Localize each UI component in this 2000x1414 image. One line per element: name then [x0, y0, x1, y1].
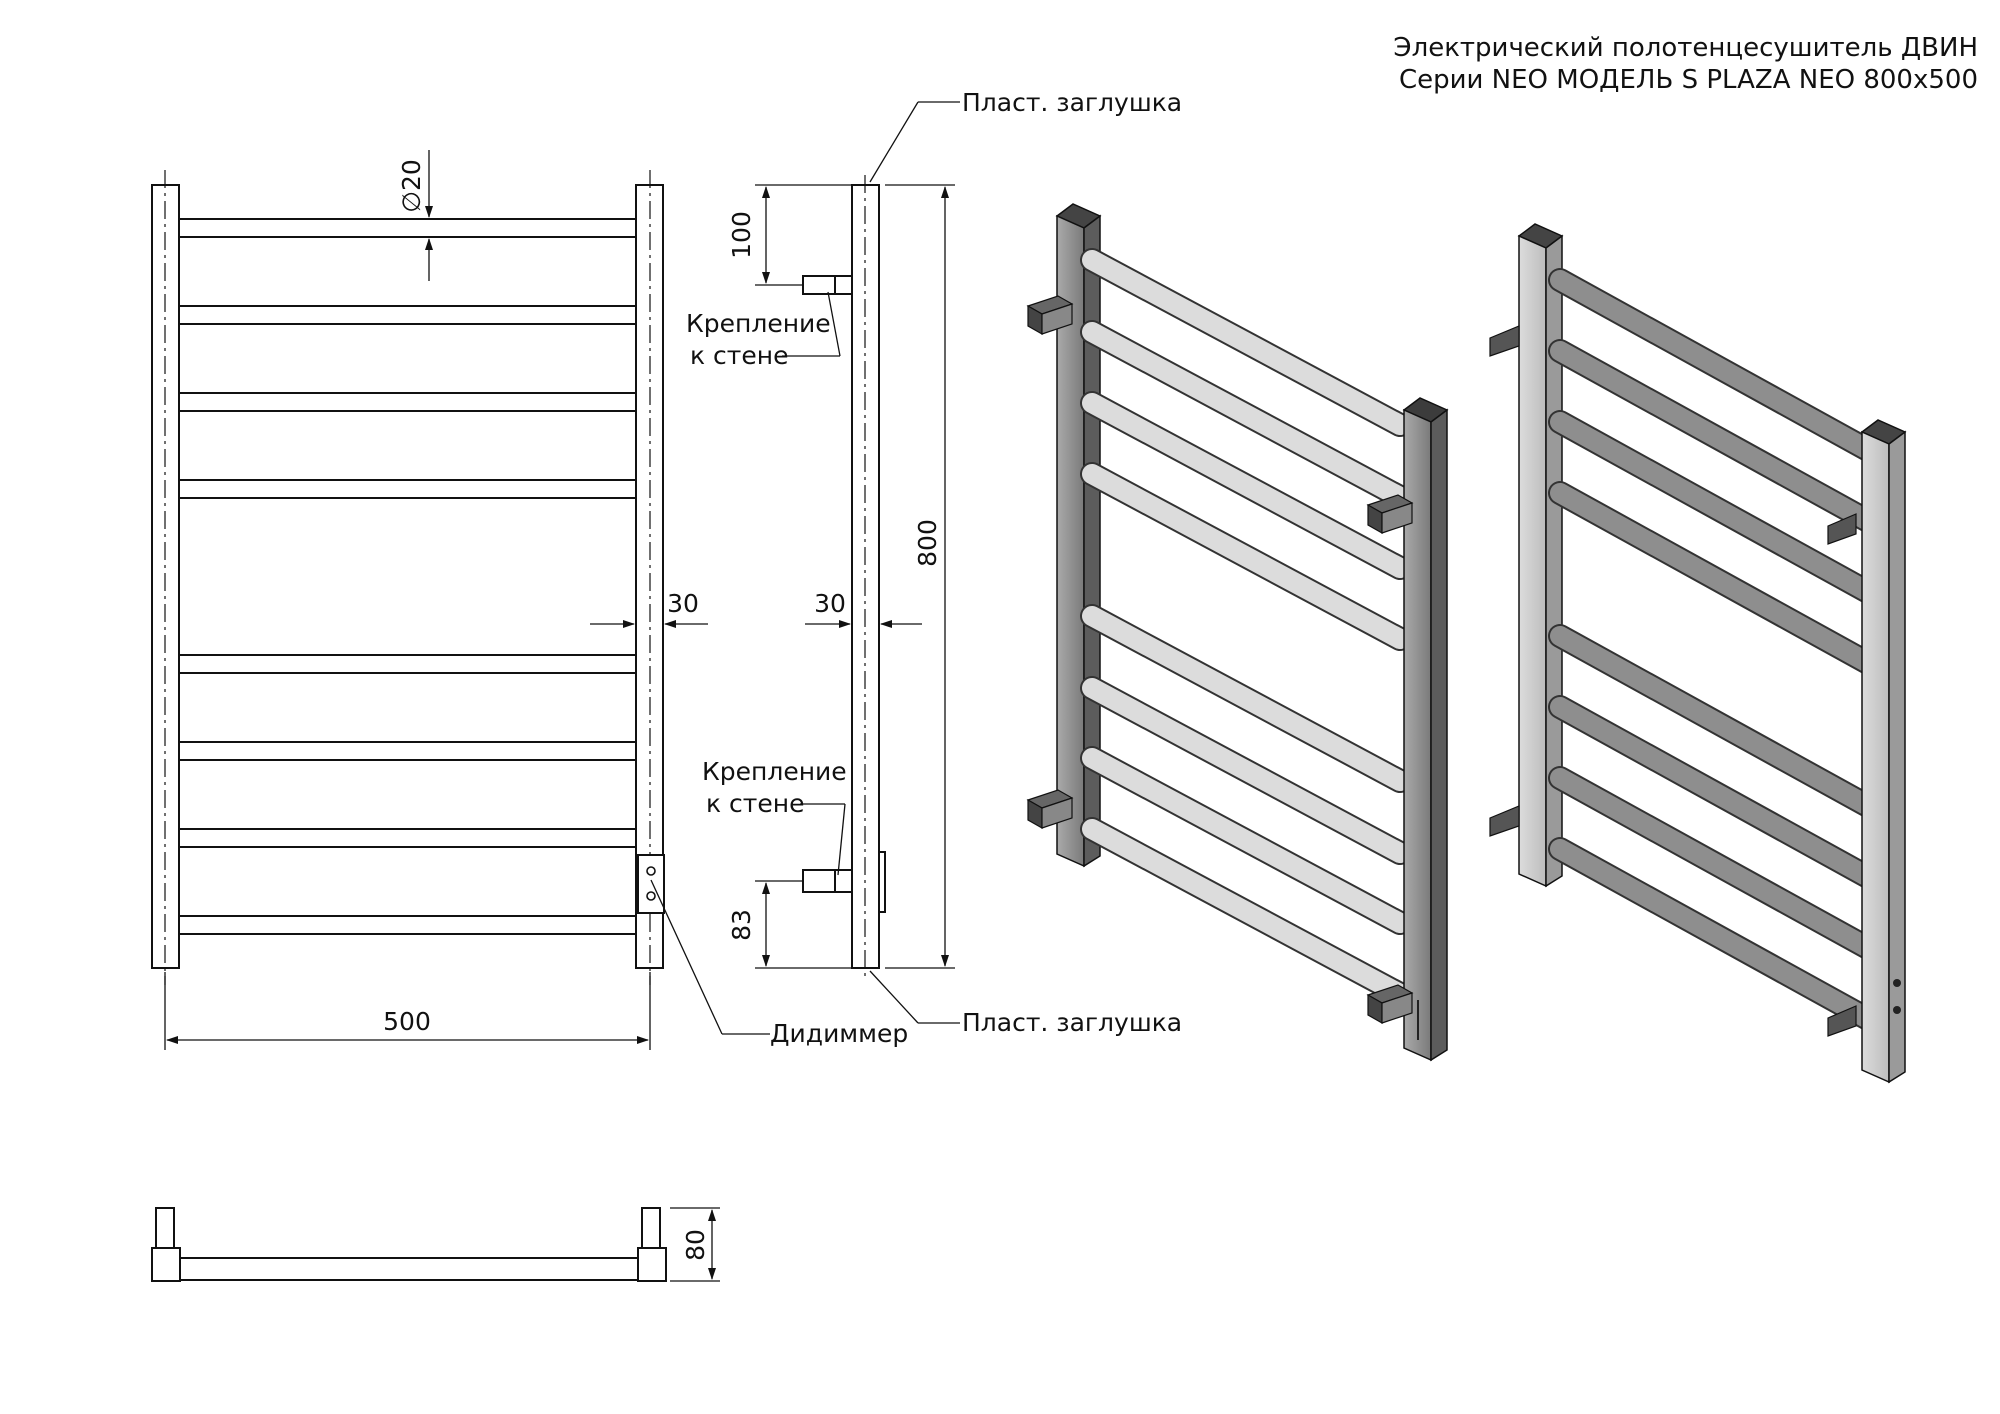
side-view: 100 83 800 30 Пласт. заглушка Пласт. заг…: [686, 88, 1182, 1037]
title-block: Электрический полотенцесушитель ДВИН Сер…: [1393, 33, 1978, 95]
dim-bottom-offset: 83: [727, 909, 756, 941]
front-rungs: [178, 218, 637, 935]
dim-diameter: ∅20: [397, 159, 426, 213]
front-dimmer-box: [637, 854, 665, 914]
front-view: ∅20 30 500 Дидиммер: [151, 150, 908, 1050]
iso-view-rear: [1489, 223, 1907, 1084]
iso-view-front: [1026, 203, 1449, 1062]
label-dimmer: Дидиммер: [770, 1019, 908, 1048]
dim-top-offset: 100: [727, 211, 756, 259]
label-cap-top: Пласт. заглушка: [962, 88, 1182, 117]
title-line-2: Серии NEO МОДЕЛЬ S PLAZA NEO 800x500: [1399, 65, 1978, 95]
dim-frame-front: 30: [667, 589, 699, 618]
label-mount-bottom-2: к стене: [706, 789, 804, 818]
dim-depth: 80: [681, 1229, 710, 1261]
dim-height: 800: [913, 519, 942, 567]
label-cap-bottom: Пласт. заглушка: [962, 1008, 1182, 1037]
label-mount-top-1: Крепление: [686, 309, 831, 338]
label-mount-top-2: к стене: [690, 341, 788, 370]
title-line-1: Электрический полотенцесушитель ДВИН: [1393, 33, 1978, 63]
top-view: 80: [151, 1207, 720, 1282]
label-mount-bottom-1: Крепление: [702, 757, 847, 786]
dim-frame-side: 30: [814, 589, 846, 618]
dim-width: 500: [383, 1007, 431, 1036]
